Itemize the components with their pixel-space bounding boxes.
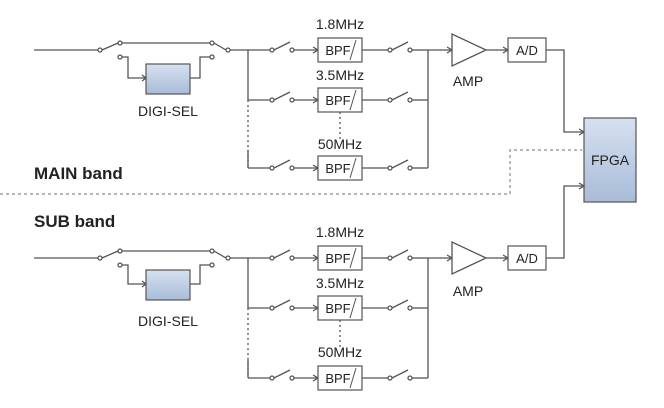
main-freq-label-1: 1.8MHz xyxy=(316,16,364,32)
band-divider xyxy=(0,149,582,195)
sub-adc-label: A/D xyxy=(516,251,538,266)
main-digisel-module xyxy=(145,63,191,95)
sub-bpf-label-2: BPF xyxy=(325,301,350,316)
main-adc-box xyxy=(507,37,547,63)
main-bpf-boxes xyxy=(317,37,363,181)
sub-bpf-label-3: BPF xyxy=(325,371,350,386)
sub-bpf-boxes xyxy=(317,245,363,391)
main-digisel-label: DIGI-SEL xyxy=(138,103,198,119)
main-filter-branch-3 xyxy=(248,159,428,172)
main-filter-branch-1 xyxy=(248,41,428,54)
main-adc-label: A/D xyxy=(516,43,538,58)
sub-freq-label-2: 3.5MHz xyxy=(316,275,364,291)
sub-filter-branch-1 xyxy=(248,249,428,262)
sub-digisel-label: DIGI-SEL xyxy=(138,313,198,329)
sub-adc-box xyxy=(507,245,547,271)
main-band-path xyxy=(34,40,586,172)
sub-band-path xyxy=(34,182,586,382)
main-filter-branch-2 xyxy=(248,91,428,104)
sub-band-title: SUB band xyxy=(34,212,115,231)
main-freq-label-2: 3.5MHz xyxy=(316,67,364,83)
fpga-block xyxy=(583,117,637,203)
main-amp-symbol xyxy=(451,32,488,68)
main-freq-label-3: 50MHz xyxy=(318,136,362,152)
sub-freq-label-1: 1.8MHz xyxy=(316,224,364,240)
sub-filter-branch-2 xyxy=(248,299,428,312)
sub-digisel-module xyxy=(145,269,191,301)
sub-amp-symbol xyxy=(451,240,488,276)
fpga-label: FPGA xyxy=(591,152,630,168)
main-bpf-label-2: BPF xyxy=(325,93,350,108)
main-amp-label: AMP xyxy=(453,73,483,89)
sub-filter-branch-3 xyxy=(248,369,428,382)
main-bpf-label-1: BPF xyxy=(325,43,350,58)
main-bpf-label-3: BPF xyxy=(325,161,350,176)
sub-amp-label: AMP xyxy=(453,283,483,299)
main-band-title: MAIN band xyxy=(34,164,123,183)
sub-freq-label-3: 50MHz xyxy=(318,344,362,360)
sub-bpf-label-1: BPF xyxy=(325,251,350,266)
